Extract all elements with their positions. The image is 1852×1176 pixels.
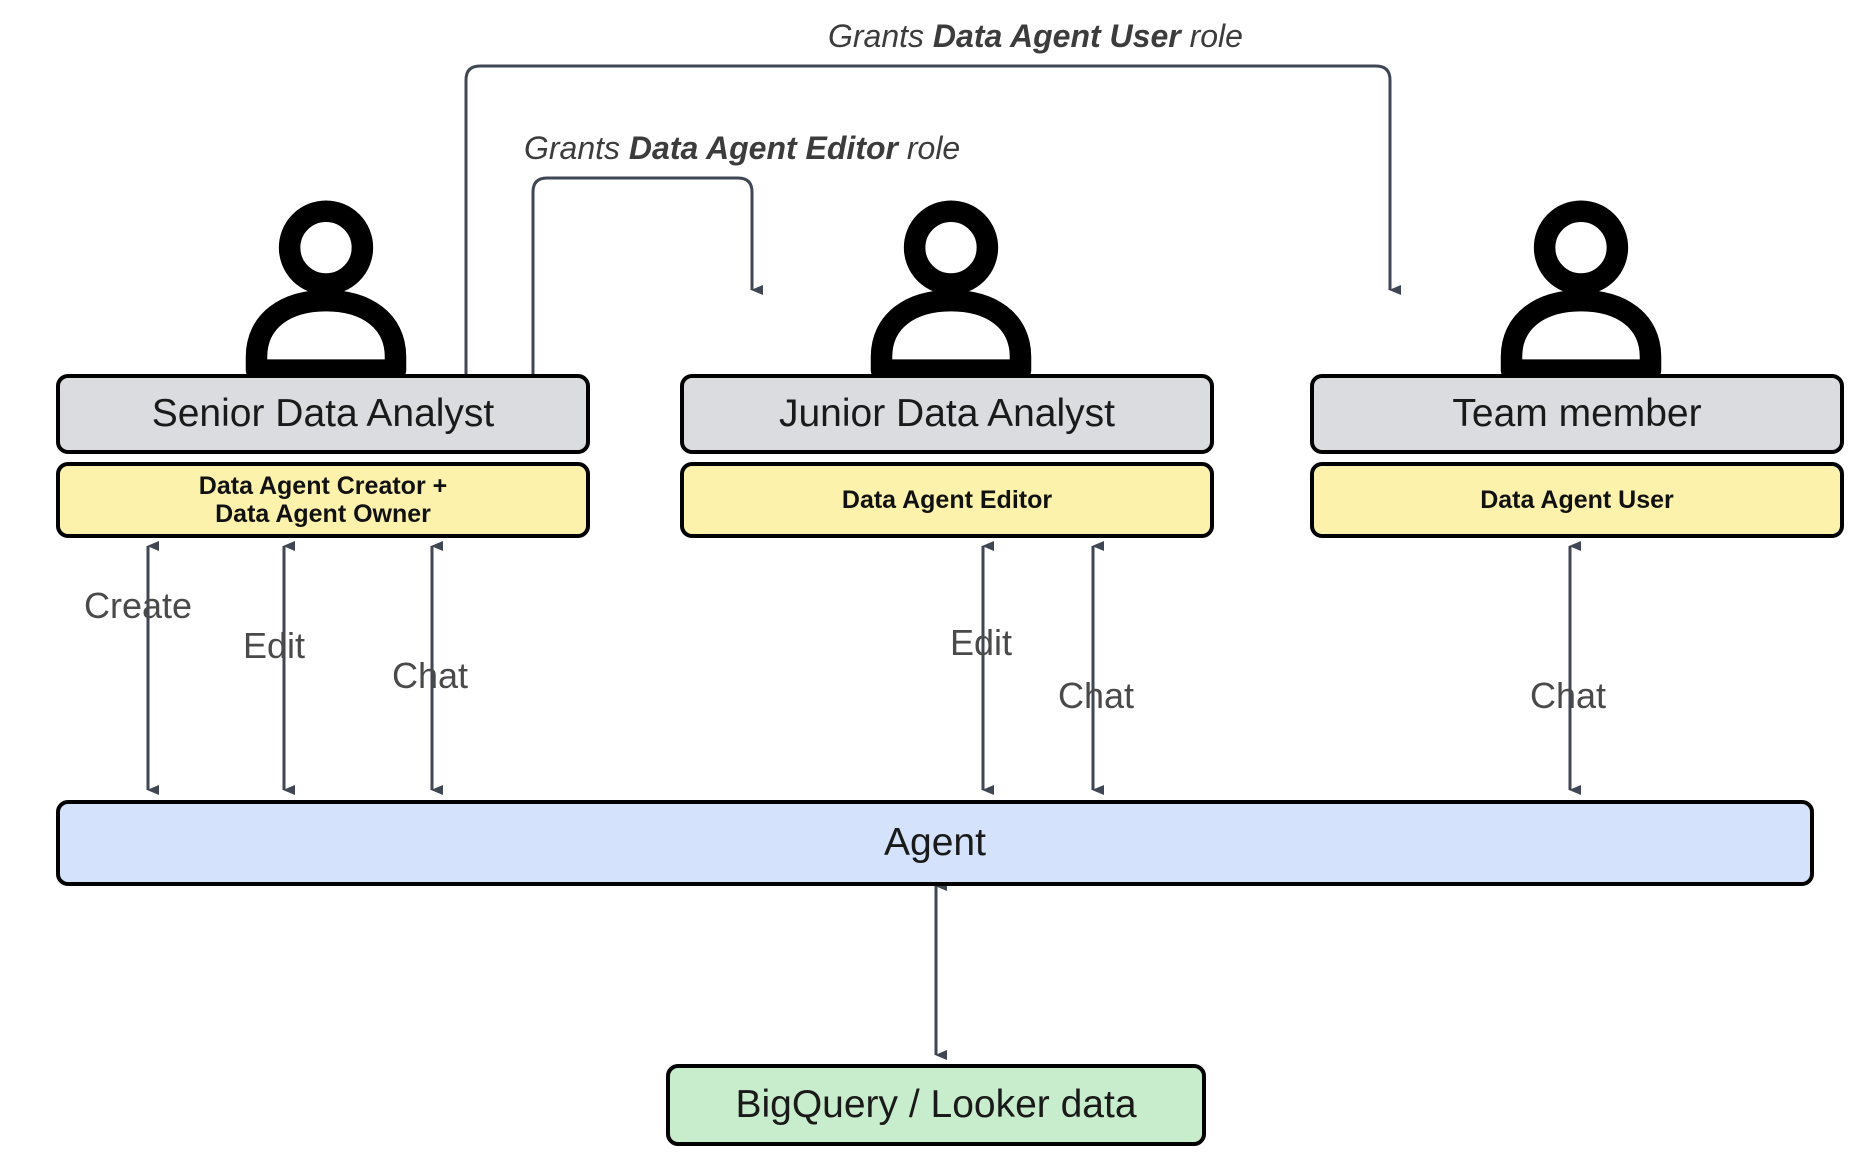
person-icon — [870, 200, 1032, 381]
role-title-label: Junior Data Analyst — [778, 392, 1115, 436]
agent-node[interactable]: Agent — [56, 800, 1814, 886]
grant-suffix: role — [897, 130, 961, 166]
role-badge-junior-data-analyst[interactable]: Data Agent Editor — [680, 462, 1214, 538]
role-badge-label: Data Agent Creator + Data Agent Owner — [199, 472, 447, 528]
edge-label-junior-chat: Chat — [1058, 675, 1135, 716]
edge-label-senior-create: Create — [84, 585, 193, 626]
edge-label-senior-chat: Chat — [392, 655, 469, 696]
edge-label-senior-edit: Edit — [243, 625, 306, 666]
edge-grant-data-agent-editor — [531, 176, 763, 374]
datasource-label: BigQuery / Looker data — [735, 1083, 1137, 1127]
agent-label: Agent — [884, 821, 986, 865]
role-badge-line-1: Data Agent Creator + — [198, 472, 448, 500]
role-title-label: Team member — [1452, 392, 1702, 436]
role-title-senior-data-analyst[interactable]: Senior Data Analyst — [56, 374, 590, 454]
person-icon-junior-data-analyst — [868, 198, 1034, 385]
role-title-team-member[interactable]: Team member — [1310, 374, 1844, 454]
grant-label-data-agent-user: Grants Data Agent User role — [828, 18, 1243, 55]
edge-label-junior-edit: Edit — [950, 622, 1013, 663]
grant-prefix: Grants — [828, 18, 933, 54]
grant-suffix: role — [1180, 18, 1243, 54]
role-badge-team-member[interactable]: Data Agent User — [1310, 462, 1844, 538]
person-icon-team-member — [1498, 198, 1664, 385]
role-badge-label: Data Agent User — [1480, 486, 1674, 514]
grant-label-data-agent-editor: Grants Data Agent Editor role — [524, 130, 960, 167]
grant-role: Data Agent User — [932, 18, 1181, 54]
grant-prefix: Grants — [524, 130, 629, 166]
person-icon — [245, 200, 407, 381]
person-icon-senior-data-analyst — [243, 198, 409, 385]
edge-label-team-chat: Chat — [1530, 675, 1607, 716]
person-icon — [1500, 200, 1662, 381]
role-badge-senior-data-analyst[interactable]: Data Agent Creator + Data Agent Owner — [56, 462, 590, 538]
role-badge-line-2: Data Agent Owner — [215, 500, 431, 528]
role-title-junior-data-analyst[interactable]: Junior Data Analyst — [680, 374, 1214, 454]
datasource-node[interactable]: BigQuery / Looker data — [666, 1064, 1206, 1146]
grant-role: Data Agent Editor — [628, 130, 898, 166]
role-badge-label: Data Agent Editor — [841, 486, 1053, 514]
role-title-label: Senior Data Analyst — [151, 392, 495, 436]
